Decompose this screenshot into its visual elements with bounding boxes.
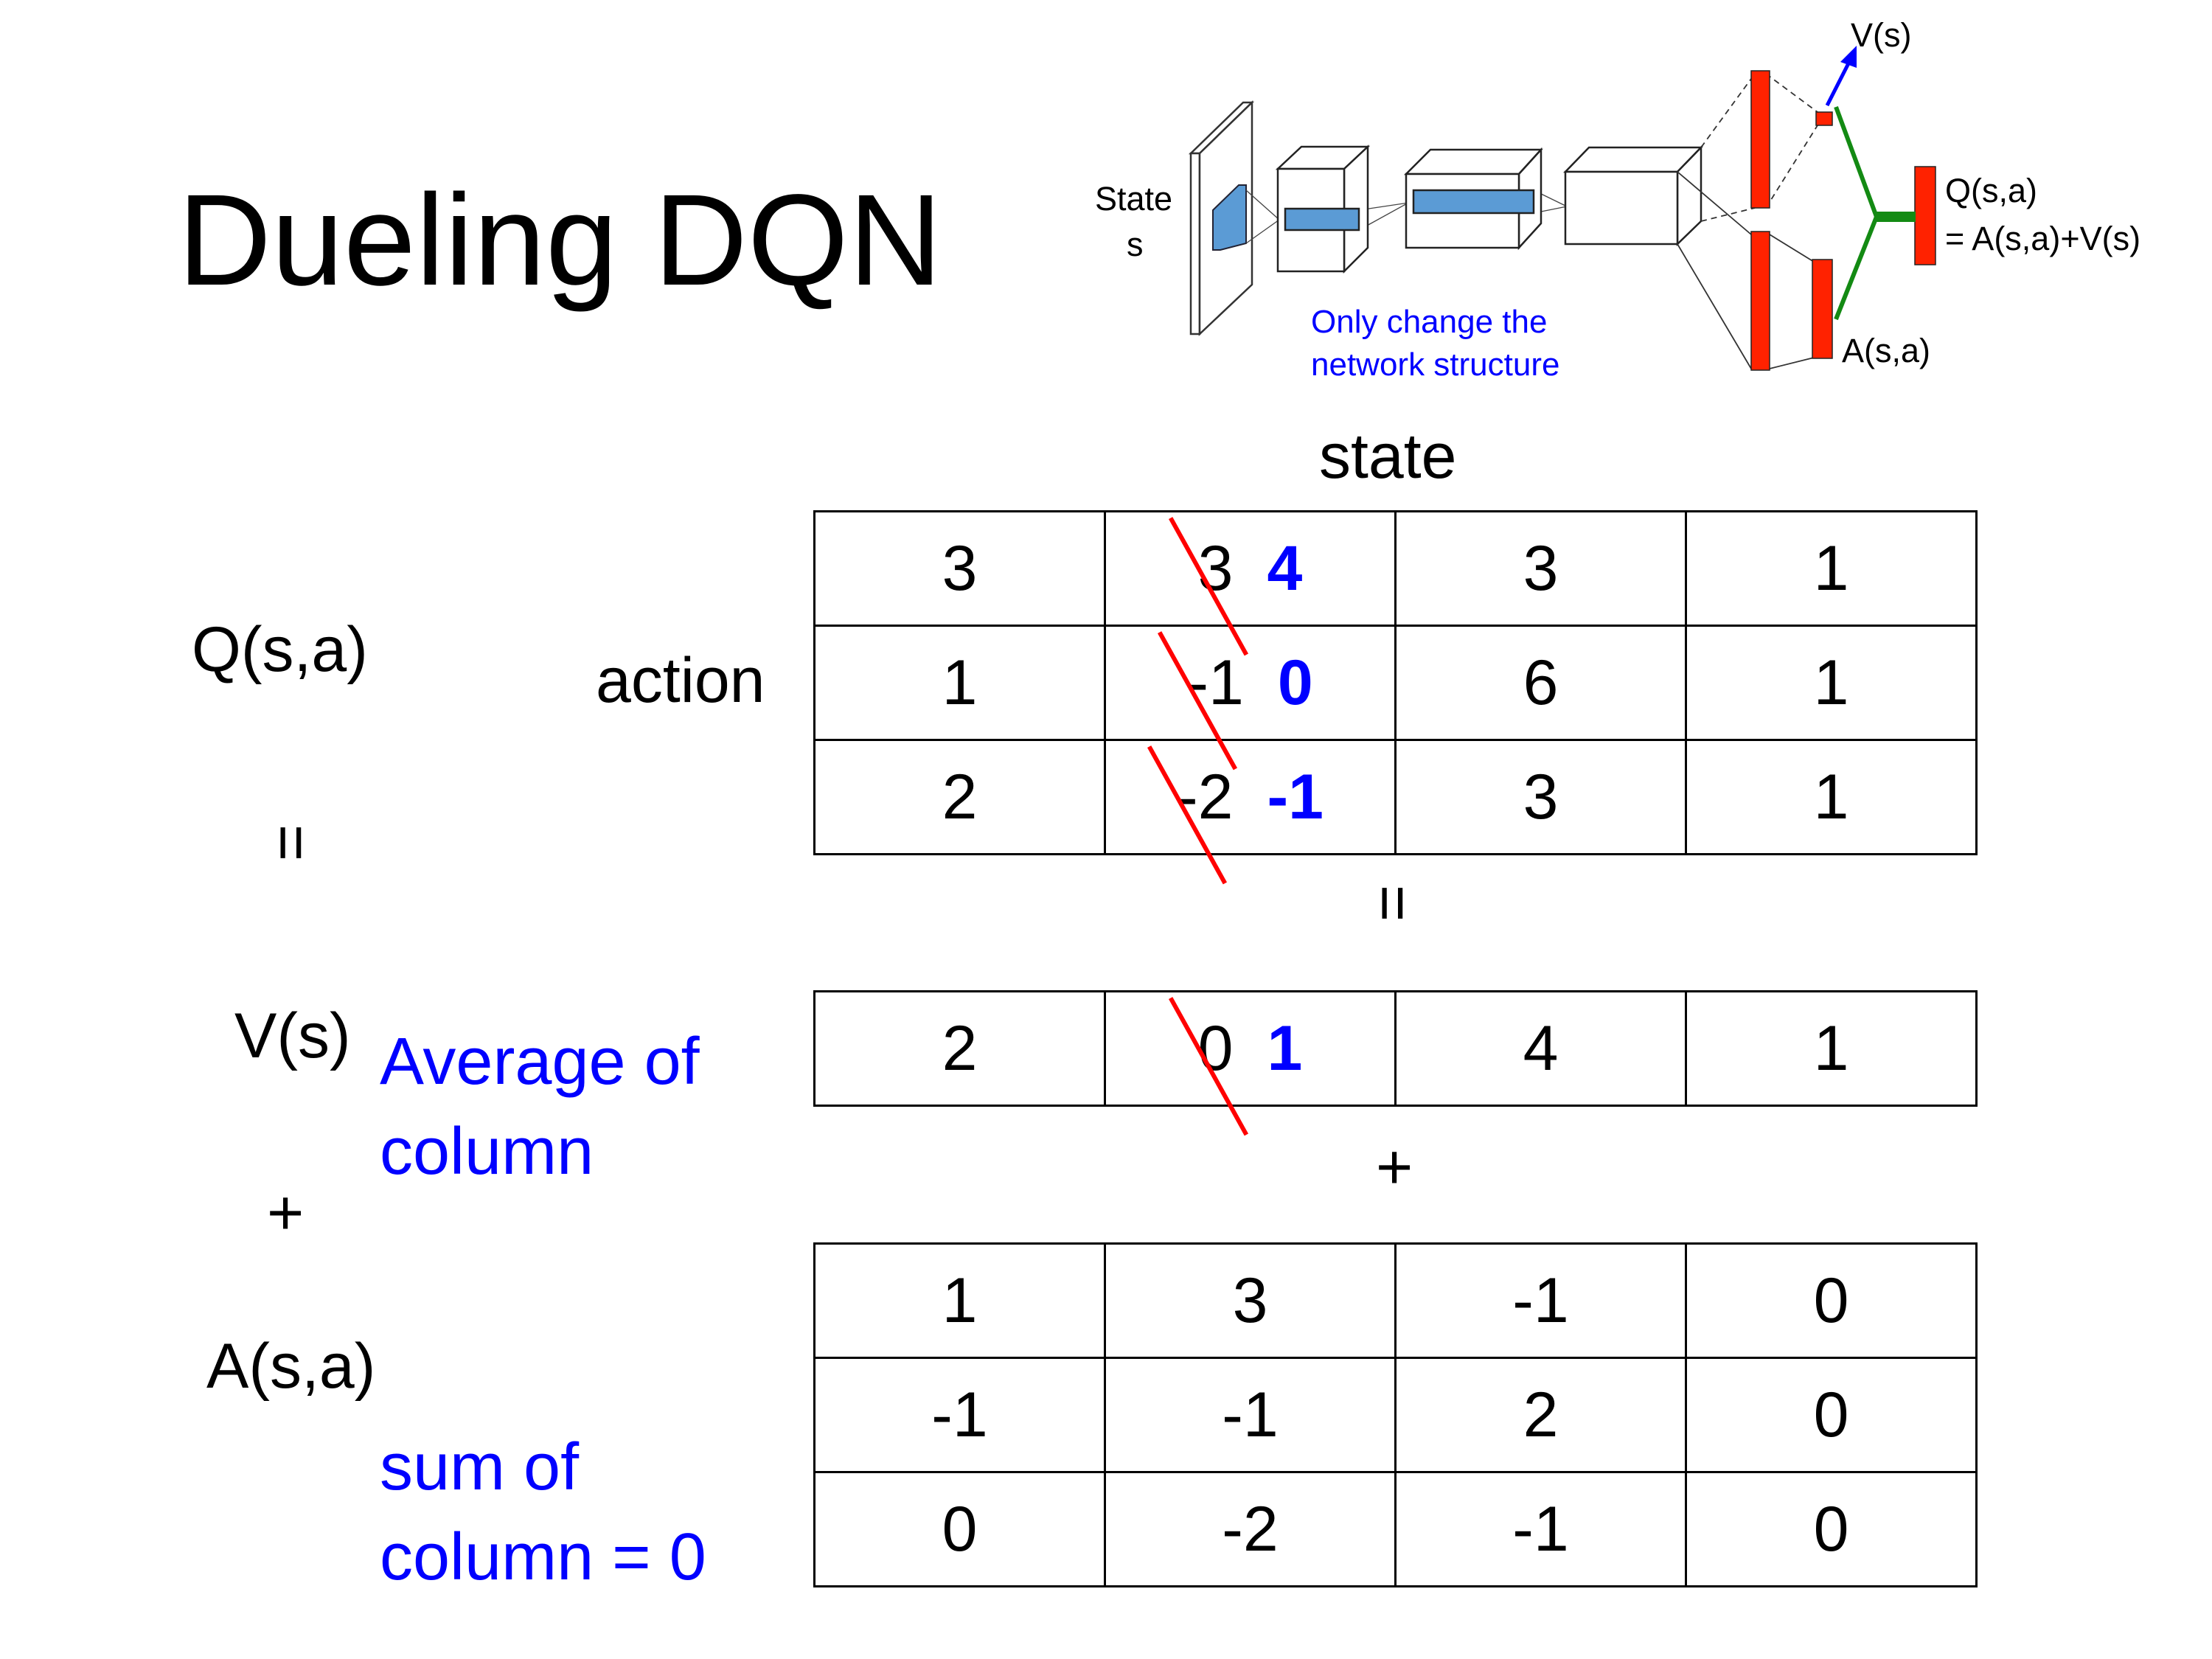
- updated-value: 1: [1267, 1012, 1303, 1084]
- a-table-cell: -1: [813, 1357, 1106, 1473]
- value-output: [1815, 111, 1833, 126]
- advantage-stream-layer: [1750, 231, 1770, 371]
- state-label: state: [1319, 421, 1457, 492]
- q-table-cell: 6: [1394, 625, 1687, 741]
- q-table-cell: 1: [813, 625, 1106, 741]
- a-table-cell: 2: [1394, 1357, 1687, 1473]
- a-table-cell: -1: [1394, 1242, 1687, 1359]
- diagram-note-line1: Only change the: [1311, 304, 1547, 340]
- q-table-cell: 3: [1394, 739, 1687, 855]
- q-table-cell: -2 -1: [1104, 739, 1397, 884]
- struck-old-value: -2: [1147, 745, 1234, 884]
- slide-title: Dueling DQN: [178, 168, 942, 313]
- value-arrow-icon: [1825, 46, 1857, 107]
- network-diagram: State s: [1095, 16, 2140, 383]
- sum-note-line1: sum of: [380, 1430, 580, 1504]
- a-table-cell: -1: [1394, 1471, 1687, 1587]
- updated-value: -1: [1267, 761, 1324, 832]
- old-value-text: -2: [1177, 761, 1234, 832]
- q-table-cell: 3: [1394, 510, 1687, 627]
- q-table-cell: 1: [1685, 625, 1978, 741]
- diagram-a-label: A(s,a): [1842, 332, 1930, 369]
- q-table-cell: 1: [1685, 739, 1978, 855]
- a-label: A(s,a): [206, 1331, 376, 1402]
- a-table-cell: 0: [1685, 1471, 1978, 1587]
- middle-equals-sign: =: [1357, 884, 1429, 922]
- q-table-cell: 1: [1685, 510, 1978, 627]
- old-value-text: 3: [1197, 532, 1234, 604]
- q-table-cell: 3: [813, 510, 1106, 627]
- average-note: Average of column: [380, 1018, 700, 1197]
- sum-note: sum of column = 0: [380, 1423, 706, 1602]
- a-table-cell: 0: [1685, 1357, 1978, 1473]
- a-table-cell: -1: [1104, 1357, 1397, 1473]
- q-label: Q(s,a): [192, 614, 368, 685]
- old-value-text: 0: [1197, 1012, 1234, 1084]
- a-table-cell: 0: [1685, 1242, 1978, 1359]
- diagram-v-label: V(s): [1851, 16, 1912, 54]
- diagram-state-symbol: s: [1127, 226, 1144, 263]
- struck-old-value: 3: [1168, 516, 1248, 655]
- a-table-cell: 3: [1104, 1242, 1397, 1359]
- q-output: [1914, 166, 1936, 265]
- v-table-cell: 1: [1685, 990, 1978, 1107]
- diagram-note-line2: network structure: [1311, 347, 1559, 383]
- diagram-q-label: Q(s,a): [1945, 172, 2037, 209]
- v-table-cell: 2: [813, 990, 1106, 1107]
- v-table-cell: 4: [1394, 990, 1687, 1107]
- middle-plus-sign: +: [1376, 1132, 1413, 1203]
- advantage-output: [1812, 259, 1833, 359]
- q-table-cell: 2: [813, 739, 1106, 855]
- diagram-q-formula: = A(s,a)+V(s): [1945, 220, 2140, 257]
- average-note-line1: Average of: [380, 1025, 700, 1099]
- updated-value: 4: [1267, 532, 1303, 604]
- v-label: V(s): [234, 1001, 351, 1071]
- updated-value: 0: [1277, 647, 1313, 718]
- value-stream-layer: [1750, 70, 1770, 209]
- a-table-cell: 0: [813, 1471, 1106, 1587]
- conv-layer-1: [1275, 145, 1371, 274]
- a-table-cell: -2: [1104, 1471, 1397, 1587]
- a-table-cell: 1: [813, 1242, 1106, 1359]
- equals-sign: =: [256, 824, 327, 862]
- average-note-line2: column: [380, 1114, 594, 1189]
- diagram-state-label: State: [1095, 180, 1172, 218]
- old-value-text: -1: [1187, 647, 1244, 718]
- sum-note-line2: column = 0: [380, 1520, 706, 1594]
- struck-old-value: 0: [1168, 996, 1248, 1135]
- fc-connections: [1677, 73, 1818, 369]
- conv-layer-2: [1403, 147, 1543, 251]
- aggregation-lines: [1834, 105, 1916, 321]
- action-label: action: [596, 645, 765, 716]
- struck-old-value: -1: [1158, 630, 1244, 770]
- conv-layer-3: [1563, 145, 1703, 246]
- plus-sign: +: [267, 1178, 305, 1248]
- q-table-cell: -1 0: [1104, 625, 1397, 770]
